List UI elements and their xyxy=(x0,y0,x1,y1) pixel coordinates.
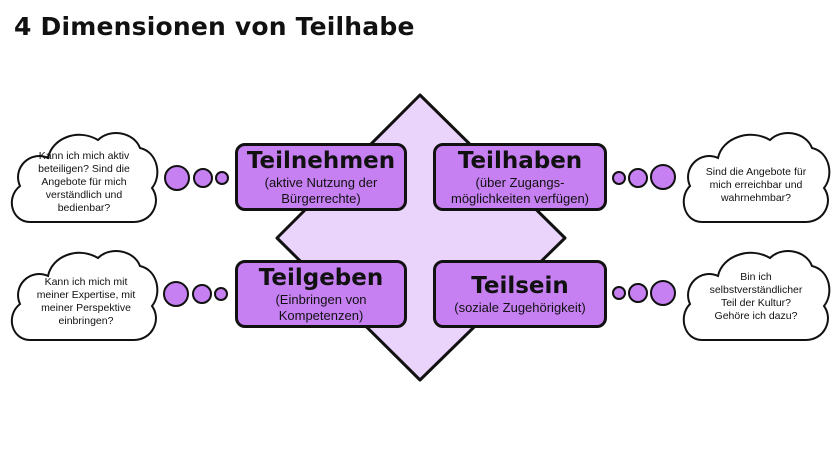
dot-br-large xyxy=(650,280,676,306)
cloud-top-left xyxy=(10,132,159,223)
cloud-bottom-right xyxy=(682,250,831,341)
cloud-text-bottom-right: Bin ich selbstverständlicher Teil der Ku… xyxy=(709,271,803,322)
box-title: Teilgeben xyxy=(258,264,384,291)
dot-br-medium xyxy=(628,283,648,303)
dot-bl-medium xyxy=(192,284,212,304)
box-teilnehmen: Teilnehmen (aktive Nutzung der Bürgerrec… xyxy=(235,143,407,211)
cloud-bottom-left xyxy=(10,250,159,341)
dot-br-small xyxy=(612,286,626,300)
box-subtitle: (aktive Nutzung der Bürgerrechte) xyxy=(264,174,378,206)
box-subtitle: (über Zugangs-möglichkeiten verfügen) xyxy=(450,174,590,206)
box-subtitle: (Einbringen von Kompetenzen) xyxy=(275,291,367,323)
dot-tl-small xyxy=(215,171,229,185)
box-title: Teilhaben xyxy=(457,147,583,174)
box-subtitle: (soziale Zugehörigkeit) xyxy=(454,299,586,315)
cloud-text-top-right: Sind die Angebote für mich erreichbar un… xyxy=(705,165,807,204)
box-title: Teilsein xyxy=(471,272,569,299)
central-diamond xyxy=(275,93,567,382)
dot-bl-large xyxy=(163,281,189,307)
box-teilhaben: Teilhaben (über Zugangs-möglichkeiten ve… xyxy=(433,143,607,211)
box-teilgeben: Teilgeben (Einbringen von Kompetenzen) xyxy=(235,260,407,328)
dot-tl-medium xyxy=(193,168,213,188)
dot-tr-medium xyxy=(628,168,648,188)
dot-tr-small xyxy=(612,171,626,185)
dot-tr-large xyxy=(650,164,676,190)
cloud-text-top-left: Kann ich mich aktiv beteiligen? Sind die… xyxy=(38,149,130,214)
box-title: Teilnehmen xyxy=(246,147,396,174)
box-teilsein: Teilsein (soziale Zugehörigkeit) xyxy=(433,260,607,328)
dot-tl-large xyxy=(164,165,190,191)
cloud-text-bottom-left: Kann ich mich mit meiner Expertise, mit … xyxy=(36,276,136,327)
dot-bl-small xyxy=(214,287,228,301)
page-title: 4 Dimensionen von Teilhabe xyxy=(14,12,415,41)
cloud-top-right xyxy=(682,132,831,223)
